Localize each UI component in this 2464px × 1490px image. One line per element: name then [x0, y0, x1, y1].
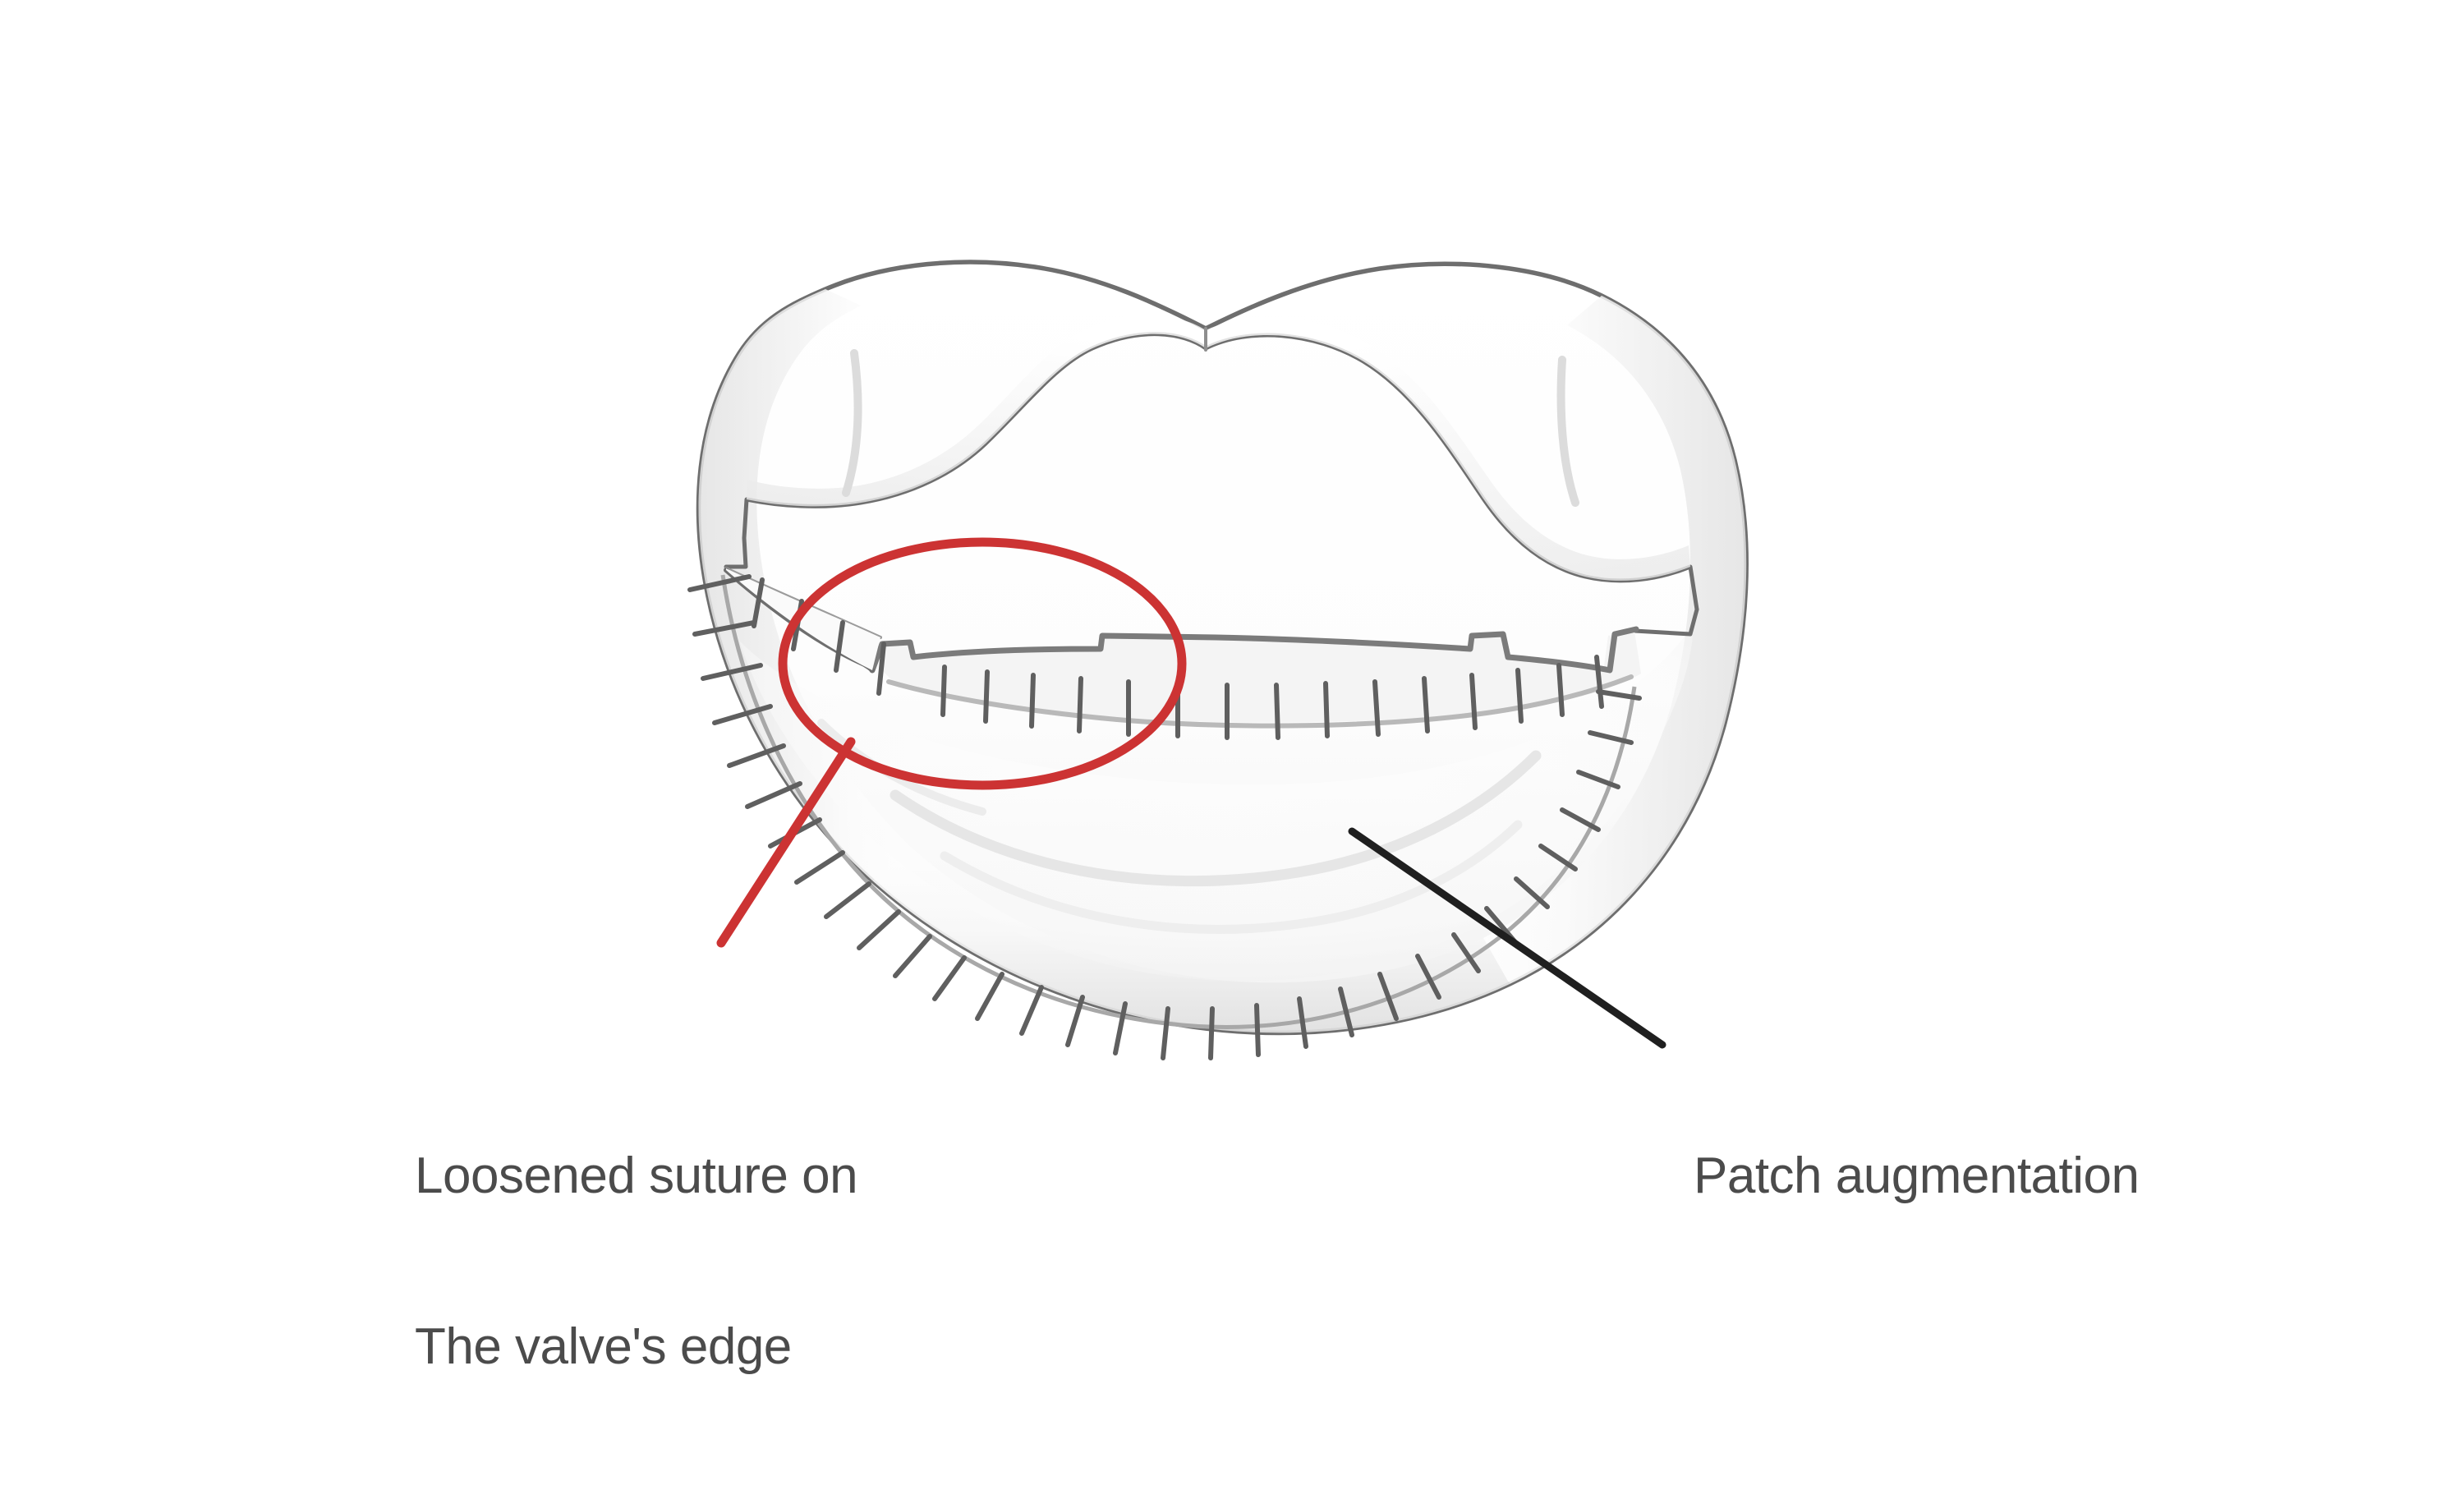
- stitch: [1538, 844, 1578, 871]
- stitch: [1576, 770, 1620, 789]
- stitch: [1029, 673, 1036, 729]
- stitch: [1451, 932, 1481, 973]
- right-rim-shading: [1483, 296, 1747, 984]
- stitch: [701, 663, 763, 681]
- stitch: [1338, 986, 1354, 1037]
- stitch: [794, 850, 845, 885]
- black-leader-line: [1348, 827, 1666, 1049]
- stitch: [983, 669, 990, 724]
- stitch: [824, 881, 871, 919]
- stitch: [1019, 985, 1044, 1036]
- stitch: [857, 909, 901, 950]
- stitch: [1161, 1006, 1170, 1060]
- stitch: [1469, 673, 1478, 730]
- loosened-suture-group: [724, 567, 886, 696]
- left-commissure-step: [724, 536, 748, 569]
- valve-belly-shading: [739, 624, 1694, 982]
- stitch: [1254, 1003, 1261, 1057]
- patch-augmentation-caption-line1: Patch augmentation: [1694, 1147, 2140, 1204]
- stitch: [1372, 679, 1381, 737]
- stitch: [1323, 681, 1330, 738]
- stitch: [893, 934, 932, 978]
- stitch: [712, 704, 773, 725]
- stitch: [1065, 995, 1085, 1047]
- patch-upper-suture-line: [869, 626, 1639, 674]
- left-rim-shading: [698, 289, 912, 881]
- stitch: [1594, 655, 1604, 709]
- stitch: [1596, 689, 1642, 701]
- loosened-suture-caption: Loosened suture on The valve's edge: [415, 1033, 858, 1490]
- stitch: [932, 955, 967, 1001]
- stitch: [940, 665, 947, 717]
- stitch: [727, 743, 786, 768]
- annulus-suture-group: [687, 574, 1642, 1060]
- patch-band: [879, 631, 1641, 723]
- stitch: [745, 781, 802, 809]
- stitch: [1208, 1006, 1215, 1060]
- loosened-suture-caption-line2: The valve's edge: [415, 1318, 792, 1376]
- left-cusp-crease: [842, 349, 862, 497]
- stitch: [834, 620, 845, 673]
- stitch: [687, 574, 752, 592]
- red-highlight-ellipse: [778, 537, 1187, 790]
- valve-illustration: [687, 260, 1749, 1060]
- stitch: [1113, 1001, 1128, 1055]
- stitch: [692, 620, 756, 637]
- stitch: [1515, 668, 1524, 724]
- figure-root: Loosened suture on The valve's edge Patc…: [415, 260, 2140, 1376]
- stitch: [1588, 730, 1634, 745]
- stitch: [1422, 676, 1430, 734]
- stitch: [1415, 954, 1441, 1000]
- stitch: [1377, 972, 1399, 1021]
- stitch: [752, 577, 765, 628]
- patch-stitch-group: [940, 655, 1604, 740]
- belly-fold-upper: [890, 750, 1542, 887]
- stitch: [1556, 663, 1565, 717]
- stitch: [876, 642, 886, 696]
- annulus-stitch-group: [687, 574, 1642, 1060]
- right-commissure-step: [1632, 607, 1699, 637]
- right-cusp-crease: [1556, 356, 1579, 507]
- belly-fold-lower: [940, 820, 1523, 934]
- stitch: [1560, 807, 1601, 832]
- stitch: [1297, 996, 1308, 1049]
- loosened-suture-caption-line1: Loosened suture on: [415, 1147, 858, 1204]
- stitch: [1077, 676, 1083, 734]
- stitch: [1514, 876, 1550, 909]
- bottom-rim-shading: [872, 848, 1510, 1033]
- stitch: [975, 972, 1004, 1021]
- left-cusp-shading: [747, 315, 1206, 507]
- stitch: [1274, 683, 1280, 740]
- red-leader-line: [716, 737, 856, 948]
- patch-band-group: [869, 626, 1641, 740]
- patch-augmentation-caption: Patch augmentation: [1694, 1033, 2140, 1318]
